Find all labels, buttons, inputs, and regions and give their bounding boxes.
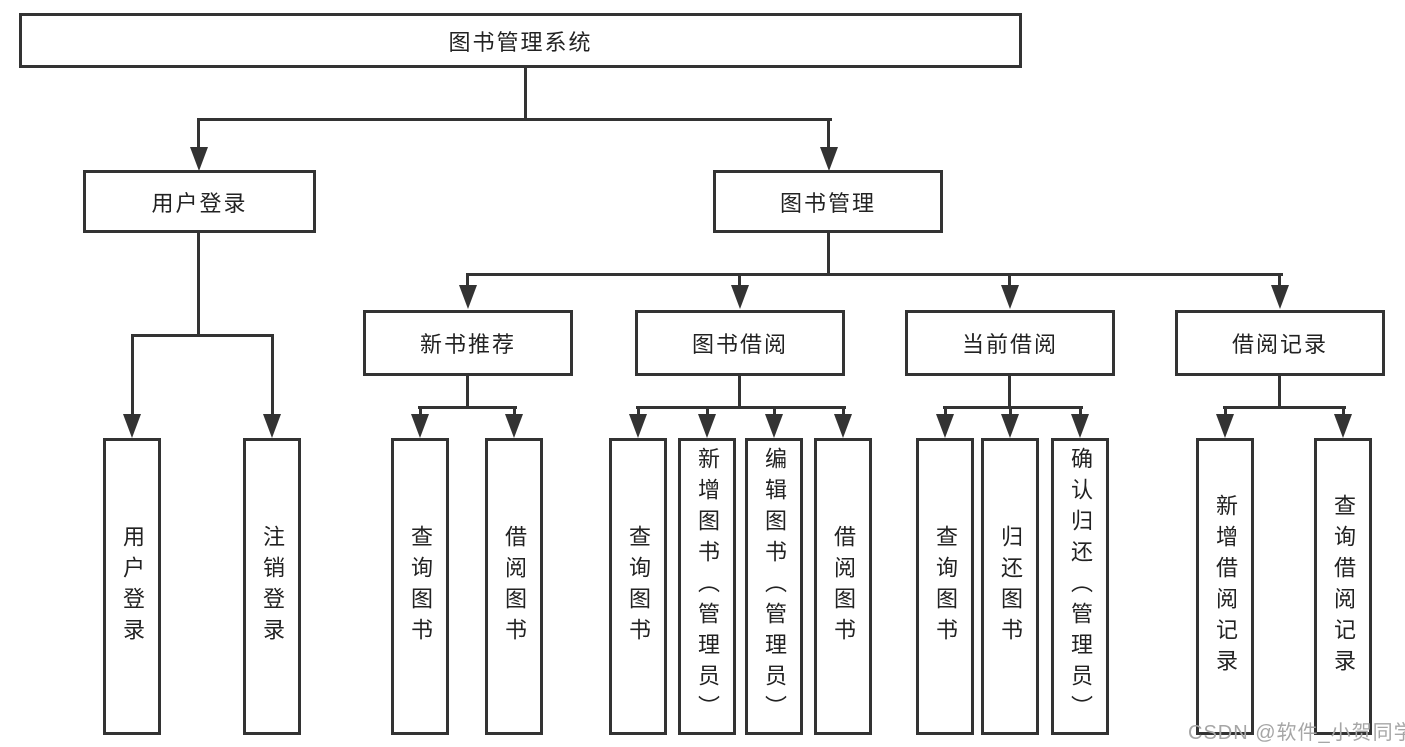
leaf-label: 借阅图书 (502, 524, 527, 649)
connector-line (1009, 406, 1012, 420)
connector-line (636, 406, 846, 409)
arrow-down-icon (698, 414, 716, 438)
leaf-logout: 注销登录 (243, 438, 301, 735)
connector-line (1224, 406, 1227, 420)
leaf-label: 查询借阅记录 (1331, 493, 1356, 680)
leaf-label: 新增图书（管理员） (695, 447, 720, 726)
arrow-down-icon (834, 414, 852, 438)
leaf-label: 编辑图书（管理员） (762, 447, 787, 726)
connector-line (1008, 376, 1011, 409)
arrow-down-icon (629, 414, 647, 438)
leaf-label: 查询图书 (933, 524, 958, 649)
arrow-down-icon (1334, 414, 1352, 438)
connector-line (197, 118, 832, 121)
connector-line (131, 334, 134, 416)
leaf-confirm-return-admin: 确认归还（管理员） (1051, 438, 1109, 735)
arrow-down-icon (731, 285, 749, 309)
connector-line (1342, 406, 1345, 420)
connector-line (773, 406, 776, 420)
connector-line (1008, 273, 1011, 289)
arrow-down-icon (1001, 414, 1019, 438)
arrow-down-icon (1216, 414, 1234, 438)
node-root-library-system: 图书管理系统 (19, 13, 1022, 68)
leaf-user-login: 用户登录 (103, 438, 161, 735)
arrow-down-icon (411, 414, 429, 438)
leaf-label: 借阅图书 (831, 524, 856, 649)
connector-line (197, 233, 200, 337)
node-book-borrow: 图书借阅 (635, 310, 845, 376)
connector-line (637, 406, 640, 420)
arrow-down-icon (936, 414, 954, 438)
connector-line (271, 334, 274, 416)
connector-line (1278, 273, 1281, 289)
node-book-management: 图书管理 (713, 170, 943, 233)
leaf-query-books-borrow: 查询图书 (609, 438, 667, 735)
connector-line (827, 233, 830, 276)
leaf-label: 确认归还（管理员） (1068, 447, 1093, 726)
leaf-query-books-recommend: 查询图书 (391, 438, 449, 735)
arrow-down-icon (1001, 285, 1019, 309)
arrow-down-icon (190, 147, 208, 171)
arrow-down-icon (505, 414, 523, 438)
connector-line (738, 376, 741, 409)
leaf-add-books-admin: 新增图书（管理员） (678, 438, 736, 735)
watermark: CSDN @软件_小贺同学 (1188, 722, 1405, 744)
connector-line (466, 376, 469, 409)
connector-line (524, 68, 527, 121)
arrow-down-icon (1271, 285, 1289, 309)
arrow-down-icon (1071, 414, 1089, 438)
leaf-label: 注销登录 (260, 524, 285, 649)
arrow-down-icon (765, 414, 783, 438)
leaf-label: 查询图书 (626, 524, 651, 649)
leaf-label: 新增借阅记录 (1213, 493, 1238, 680)
connector-line (466, 273, 469, 289)
leaf-query-borrow-record: 查询借阅记录 (1314, 438, 1372, 735)
connector-line (1079, 406, 1082, 420)
leaf-borrow-books-recommend: 借阅图书 (485, 438, 543, 735)
connector-line (1278, 376, 1281, 409)
leaf-add-borrow-record: 新增借阅记录 (1196, 438, 1254, 735)
leaf-borrow-books: 借阅图书 (814, 438, 872, 735)
connector-line (197, 118, 200, 150)
node-current-borrow: 当前借阅 (905, 310, 1115, 376)
connector-line (842, 406, 845, 420)
connector-line (738, 273, 741, 289)
leaf-label: 归还图书 (998, 524, 1023, 649)
leaf-return-books: 归还图书 (981, 438, 1039, 735)
node-user-login: 用户登录 (83, 170, 316, 233)
connector-line (466, 273, 1283, 276)
arrow-down-icon (820, 147, 838, 171)
arrow-down-icon (459, 285, 477, 309)
connector-line (513, 406, 516, 420)
connector-line (419, 406, 422, 420)
connector-line (706, 406, 709, 420)
connector-line (827, 118, 830, 150)
connector-line (944, 406, 947, 420)
node-new-book-recommend: 新书推荐 (363, 310, 573, 376)
arrow-down-icon (263, 414, 281, 438)
connector-line (943, 406, 1083, 409)
connector-line (418, 406, 517, 409)
connector-line (131, 334, 274, 337)
node-borrow-records: 借阅记录 (1175, 310, 1385, 376)
arrow-down-icon (123, 414, 141, 438)
leaf-label: 用户登录 (120, 524, 145, 649)
leaf-label: 查询图书 (408, 524, 433, 649)
leaf-query-books-current: 查询图书 (916, 438, 974, 735)
leaf-edit-books-admin: 编辑图书（管理员） (745, 438, 803, 735)
connector-line (1223, 406, 1346, 409)
